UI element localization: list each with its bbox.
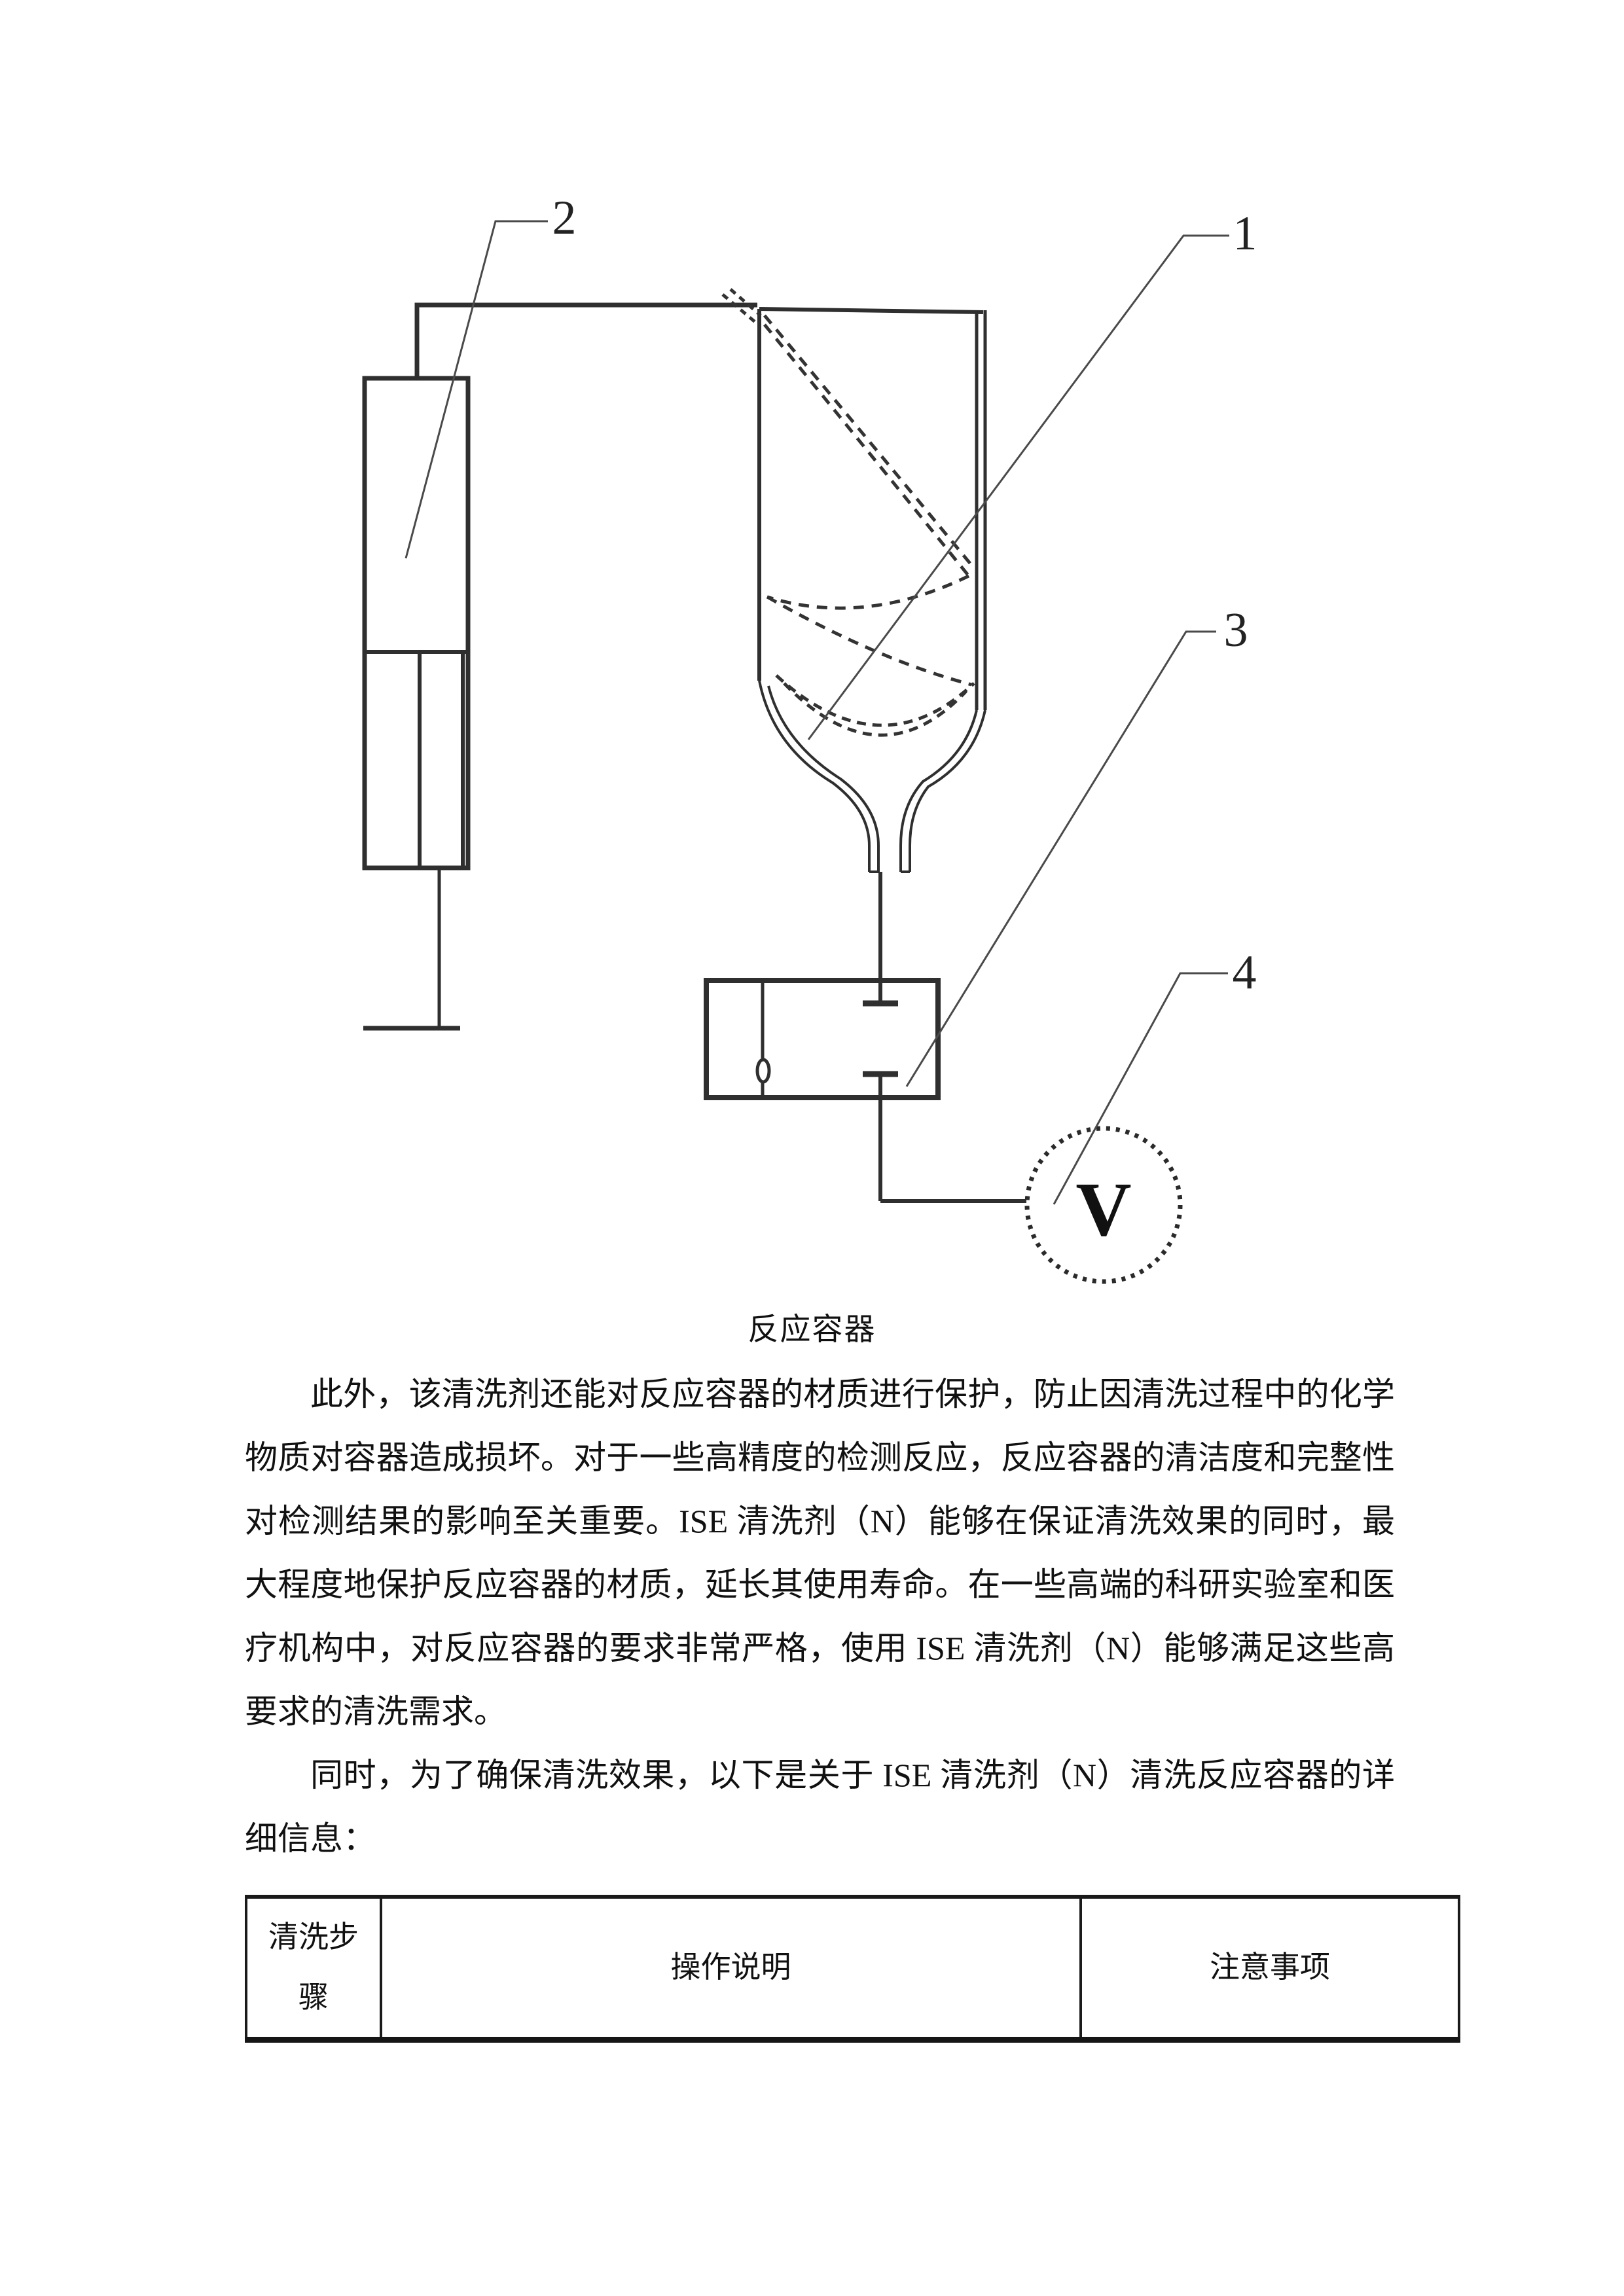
leader-lines — [405, 220, 1229, 1205]
table-header-step: 清洗步骤 — [245, 1897, 382, 2039]
vessel-outline — [757, 307, 987, 873]
leader-line-4 — [1053, 972, 1228, 1205]
diagram-label-1: 1 — [1233, 207, 1257, 260]
diagram-label-2: 2 — [552, 191, 577, 245]
diagram-label-3: 3 — [1223, 603, 1248, 657]
leader-line-3 — [905, 630, 1216, 1087]
table-header-notes: 注意事项 — [1079, 1897, 1460, 2039]
diagram-label-4: 4 — [1232, 946, 1257, 999]
table-header-operation: 操作说明 — [380, 1897, 1082, 2039]
leader-line-2 — [405, 220, 548, 559]
vessel-vortex-dashes — [721, 288, 975, 737]
syringe-electrode — [362, 376, 471, 1031]
connector-line — [414, 302, 757, 378]
figure-caption: 反应容器 — [748, 1313, 876, 1347]
reaction-vessel-diagram — [362, 220, 1229, 1284]
cleaning-steps-table: 清洗步骤 操作说明 注意事项 — [245, 1895, 1460, 2043]
body-text: 此外，该清洗剂还能对反应容器的材质进行保护，防止因清洗过程中的化学物质对容器造成… — [245, 1363, 1395, 1871]
table-header-row: 清洗步骤 操作说明 注意事项 — [245, 1897, 1460, 2039]
paragraph-protection: 此外，该清洗剂还能对反应容器的材质进行保护，防止因清洗过程中的化学物质对容器造成… — [245, 1376, 1395, 1730]
electrode-box — [704, 872, 1026, 1203]
voltmeter-circle — [1024, 1126, 1183, 1284]
paragraph-details-intro: 同时，为了确保清洗效果，以下是关于 ISE 清洗剂（N）清洗反应容器的详细信息： — [245, 1757, 1395, 1857]
voltmeter-v-glyph: V — [1075, 1166, 1132, 1252]
leader-line-1 — [807, 234, 1229, 740]
